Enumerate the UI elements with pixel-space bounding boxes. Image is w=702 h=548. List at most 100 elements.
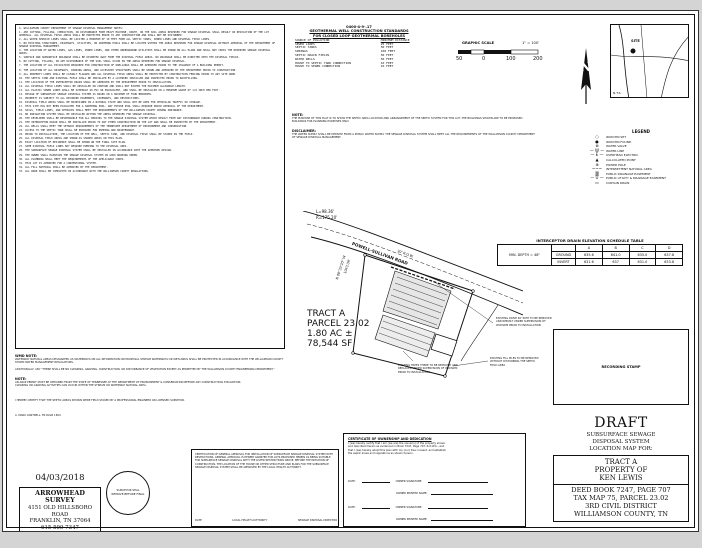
ownership-text: I (we) hereby certify that I am (we are)… — [348, 442, 446, 455]
scale-tick-3: 200 — [533, 56, 543, 62]
setback-subtitle: FOR CLOSED LOOP GEOTHERMAL BOREHOLES — [312, 33, 406, 38]
interceptor-ground-d: 637.8 — [655, 251, 683, 259]
north-letter: N — [580, 60, 591, 74]
setback-table-block: 0400-4-9-.17 GEOTHERMAL WELL CONSTRUCTIO… — [292, 25, 426, 69]
setback-distance: 100 FEET — [380, 49, 396, 54]
graphic-scale: GRAPHIC SCALE 1" = 100' 50 0 100 200 — [446, 41, 556, 71]
note-paragraph: 10. THE SEPTIC TANK AND DISPOSAL FIELD S… — [19, 76, 199, 80]
title-block: DRAFT SUBSURFACE SEWAGE DISPOSAL SYSTEM … — [553, 415, 689, 522]
scale-ratio: 1" = 100' — [522, 41, 540, 45]
vicinity-nts: N.T.S. — [613, 91, 622, 95]
setback-source: SEPTIC DRAIN FIELDS — [295, 53, 330, 58]
survey-date: 04/03/2018 — [35, 473, 85, 483]
legend-item: ▒PUBLIC DRAINAGE EASEMENT — [591, 170, 691, 177]
lower-notes: WMD NOTE: WATERWAY NATURAL AREAS DESIGNA… — [15, 354, 285, 417]
tract-line-1: TRACT A — [307, 309, 346, 319]
setback-source: SEPTIC TANKS — [295, 45, 317, 50]
disposal-area-reserve — [374, 314, 436, 358]
disposal-area-primary — [382, 270, 452, 330]
setback-code: 0400-4-9-.17 — [346, 25, 372, 29]
note-paragraph: 32. ALL FILL MATERIAL SHALL BE APPROVED … — [19, 165, 108, 169]
seal-line-1: SURVEYOR SEAL — [116, 488, 140, 493]
approval-local-label: LOCAL HEALTH AUTHORITY — [232, 518, 268, 522]
legend-symbol-icon: ▒ — [595, 170, 599, 176]
interceptor-invert-a: 631.6 — [575, 258, 603, 266]
note-paragraph: 21. THE INTERCEPTOR DRAIN SHALL BE INSTA… — [19, 121, 217, 125]
note-paragraph: 15. PROPERTY IS SUBJECT TO ALL RECORDED … — [19, 96, 141, 100]
interceptor-invert-d: 633.8 — [655, 258, 683, 266]
legend-item: ▲CALCULATED POINT — [591, 157, 691, 163]
curve-length: L=98.36' — [316, 209, 335, 214]
interceptor-ground-c: 635.0 — [628, 251, 657, 259]
plat-note-block: NOTE: THE PURPOSE OF THIS PLAT IS TO SHO… — [292, 113, 537, 139]
note-paragraph: 1. ANY CUTTING, FILLING, COMPACTION, OR … — [19, 31, 269, 38]
legend-symbol-icon: ⊕ — [595, 161, 599, 167]
legend-label: CURTAIN DRAIN — [606, 180, 630, 185]
legend-title: LEGEND — [632, 129, 650, 134]
disclaimer-heading: DISCLAIMER: — [292, 128, 317, 133]
setback-row: WATER WELLS 50 FEET — [292, 56, 426, 62]
title-line-10: WILLIAMSON COUNTY, TN — [573, 509, 669, 518]
interceptor-schedule: INTERCEPTOR DRAIN ELEVATION SCHEDULE TAB… — [497, 238, 683, 266]
sheet-border — [6, 14, 695, 528]
note-paragraph: 2. ALL WATER SERVICE LINES SHALL BE LOCA… — [19, 38, 211, 42]
road-edge-north — [302, 211, 523, 292]
interceptor-invert-b: 637 — [601, 258, 630, 266]
note-paragraph: 11. THE LOCATION OF THE INTERCEPTOR DRAI… — [19, 80, 173, 84]
interceptor-ground-b: 641.0 — [601, 251, 630, 259]
general-notes-box: A. WILLIAMSON COUNTY DEPARTMENT OF SEWAG… — [15, 24, 285, 349]
certify-text: I HEREBY CERTIFY THAT THE SEPTIC AREAS S… — [15, 399, 185, 403]
setback-distance: 50 FEET — [380, 45, 394, 50]
owner-printed-label-2: OWNER PRINTED NAME: — [396, 518, 428, 521]
interceptor-drain — [390, 266, 456, 290]
wmd-text: WATERWAY NATURAL AREAS DESIGNATED AS WAT… — [15, 358, 284, 365]
scale-seg-2 — [470, 49, 485, 55]
legend-symbol-icon: ● — [595, 138, 599, 144]
surveyor-firm-box: ARROWHEAD SURVEY 4151 OLD HILLSBORO ROAD… — [19, 487, 101, 531]
interceptor-ground-label: GROUND — [551, 251, 576, 259]
legend-symbol-icon: — E — — [590, 152, 604, 158]
legend-item: ⊗WATER VALVE — [591, 143, 691, 149]
site-plan — [302, 211, 523, 378]
note-paragraph: 16. DISPOSAL FIELD AREAS SHALL BE MAINTA… — [19, 100, 202, 104]
plat-sheet: A. WILLIAMSON COUNTY DEPARTMENT OF SEWAG… — [2, 10, 699, 532]
setback-title: GEOTHERMAL WELL CONSTRUCTION STANDARDS — [309, 29, 409, 34]
setback-col-distance: MINIMUM DISTANCE — [380, 37, 410, 42]
legend-item: — U —PUBLIC UTILITY & DRAINAGE EASEMENT — [590, 175, 691, 181]
note-paragraph: 14. DESIGN OF SUBSURFACE SEWAGE DISPOSAL… — [19, 92, 153, 96]
seal-line-2: REMOVE BEFORE FINAL — [111, 492, 145, 496]
north-arrow-icon — [581, 48, 591, 104]
setback-source: HOUSE TO SEWER CONNECTION — [295, 64, 341, 69]
vicinity-site-marker — [630, 48, 636, 54]
scale-seg-3 — [484, 50, 511, 54]
title-line-8: TAX MAP 75, PARCEL 23.02 — [573, 494, 669, 503]
setback-table: SOURCE OF POLLUTION MINIMUM DISTANCE SEW… — [292, 37, 426, 69]
note-paragraph: 26. EXACT LOCATION OF RESIDENCE SHALL BE… — [19, 141, 127, 145]
setback-distance: 10 FEET — [380, 64, 394, 69]
note-paragraph: A. WILLIAMSON COUNTY DEPARTMENT OF SEWAG… — [19, 27, 124, 30]
existing-drive — [460, 304, 499, 362]
arap-heading: NOTE: — [15, 376, 27, 381]
setback-distance: 50 FEET — [380, 56, 394, 61]
legend-label: INTERMITTENT NATURAL AREA — [606, 167, 652, 172]
ownership-date-label-2: DATE: — [348, 506, 356, 509]
note-paragraph: 25. ALL DISPOSAL FIELD AREAS ARE SHOWN A… — [19, 137, 124, 141]
note-paragraph: 27. SOME DISPOSAL FIELD LINES MAY REQUIR… — [19, 145, 128, 149]
legend-symbol-icon: — U — — [590, 175, 604, 181]
interceptor-header-b: B — [601, 244, 630, 252]
recording-stamp-label: RECORDING STAMP — [601, 365, 641, 369]
note-paragraph: 23. ACCESS TO THE SEPTIC TANK SHALL BE P… — [19, 129, 136, 133]
note-paragraph: 18. SOILS, FIELD LINES, AND SETBACKS SHA… — [19, 108, 184, 112]
note-paragraph: 28. THE SUBSURFACE SEWAGE DISPOSAL SYSTE… — [19, 149, 173, 153]
note-paragraph: 20. THE DEVELOPER SHALL BE RESPONSIBLE F… — [19, 117, 233, 121]
legend-item: — E —OVERHEAD ELECTRIC — [590, 152, 691, 158]
scale-tick-0: 50 — [456, 56, 463, 62]
callout-existing-drive: EXISTING DRIVE 40' PATH TO BE REMOVED AN… — [496, 317, 552, 327]
title-line-4: TRACT A — [604, 458, 638, 467]
setback-source: WATER WELLS — [295, 56, 315, 61]
title-line-1: SUBSURFACE SEWAGE — [586, 432, 656, 438]
vicinity-site-label: SITE — [631, 39, 640, 43]
ownership-certificate: CERTIFICATE OF OWNERSHIP AND DEDICATION … — [343, 433, 526, 527]
